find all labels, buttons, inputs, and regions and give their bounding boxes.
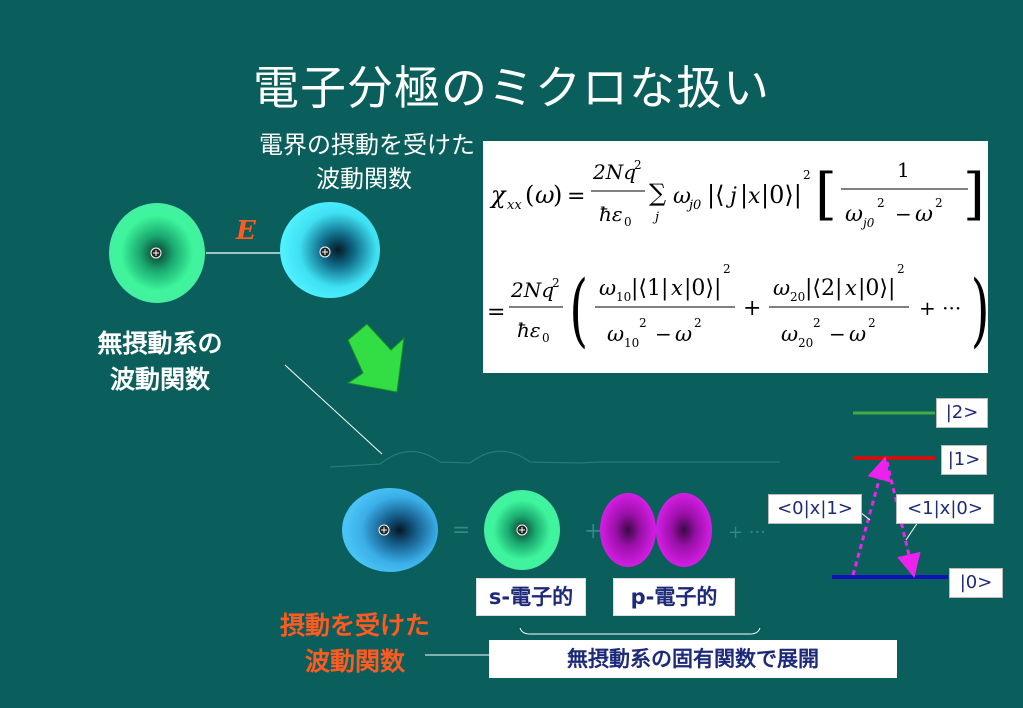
subtitle-line1: 電界の摂動を受けた — [259, 131, 475, 159]
svg-text:2: 2 — [694, 316, 702, 330]
svg-text:−: − — [655, 322, 672, 346]
svg-text:2: 2 — [813, 316, 821, 330]
svg-text:20: 20 — [798, 336, 813, 350]
field-label: E — [236, 216, 256, 246]
svg-text:∑: ∑ — [649, 179, 666, 207]
unperturbed-label-line1: 無摂動系の — [97, 329, 223, 358]
svg-text:|⟨2|: |⟨2| — [805, 276, 842, 301]
slide-title: 電子分極のミクロな扱い — [253, 61, 770, 115]
subtitle-line2: 波動関数 — [316, 165, 412, 193]
svg-text:2: 2 — [803, 168, 811, 182]
svg-text:2: 2 — [877, 196, 885, 210]
big-arrow-icon — [346, 323, 405, 393]
svg-text:j: j — [652, 210, 659, 225]
plus-sign: + — [584, 519, 602, 544]
svg-text:ω: ω — [781, 322, 798, 346]
svg-text:|0⟩|: |0⟩| — [858, 276, 895, 301]
perturbed-label-line1: 摂動を受けた — [279, 611, 430, 640]
svg-text:ħε: ħε — [517, 318, 541, 342]
svg-text:1: 1 — [897, 158, 910, 182]
matrix-element-10: <1|x|0> — [896, 494, 994, 524]
svg-text:2: 2 — [639, 316, 647, 330]
svg-text:ω: ω — [915, 202, 933, 227]
svg-text:j0: j0 — [686, 198, 701, 213]
svg-text:0: 0 — [542, 331, 550, 345]
nucleus-icon — [516, 524, 528, 536]
svg-text:2: 2 — [634, 158, 642, 172]
svg-text:(: ( — [569, 263, 588, 356]
matrix-element-01: <0|x|1> — [768, 494, 862, 524]
svg-text:): ) — [553, 181, 562, 209]
subtitle: 電界の摂動を受けた 波動関数 — [222, 128, 512, 196]
p-orbital-lobe-left — [600, 493, 656, 567]
svg-text:10: 10 — [616, 290, 631, 304]
svg-text:0: 0 — [624, 215, 632, 229]
susceptibility-formula: χ xx ( ω ) = 2Nq 2 ħε 0 ∑ j ω j0 |⟨ j | … — [483, 141, 988, 373]
svg-text:j: j — [725, 184, 737, 209]
perturbed-label: 摂動を受けた 波動関数 — [255, 608, 455, 680]
svg-text:|: | — [740, 181, 748, 210]
ket-1-label: |1> — [941, 445, 987, 475]
svg-text:−: − — [895, 202, 912, 226]
svg-text:xx: xx — [507, 198, 522, 213]
svg-text:2: 2 — [723, 262, 731, 276]
ket-0-label: |0> — [949, 568, 1003, 598]
svg-text:x: x — [845, 276, 857, 300]
p-orbital-lobe-right — [656, 493, 712, 567]
svg-text:−: − — [829, 322, 846, 346]
svg-text:|0⟩|: |0⟩| — [684, 276, 721, 301]
svg-text:=: = — [487, 300, 505, 325]
svg-text:+ ···: + ··· — [919, 296, 961, 320]
callout-line — [905, 521, 919, 541]
svg-text:ω: ω — [675, 322, 692, 346]
svg-text:): ) — [971, 263, 988, 356]
ket-2-label: |2> — [936, 398, 988, 428]
svg-text:2: 2 — [868, 316, 876, 330]
p-electron-label: p-電子的 — [613, 578, 735, 616]
svg-text:ω: ω — [849, 322, 866, 346]
svg-text:[: [ — [815, 162, 837, 227]
svg-text:2: 2 — [935, 196, 943, 210]
svg-text:(: ( — [525, 181, 534, 209]
perturbed-orbital-2 — [342, 488, 438, 572]
svg-text:x: x — [671, 276, 683, 300]
nucleus-icon — [319, 246, 331, 258]
svg-text:ω: ω — [607, 322, 624, 346]
svg-text:]: ] — [963, 162, 985, 227]
equals-sign: = — [452, 518, 470, 543]
svg-text:2Nq: 2Nq — [510, 278, 554, 302]
svg-text:|⟨1|: |⟨1| — [631, 276, 668, 301]
svg-text:χ: χ — [489, 181, 507, 209]
svg-text:2: 2 — [897, 262, 905, 276]
ellipsis-faint: + ··· — [728, 522, 766, 543]
svg-text:x: x — [748, 184, 761, 209]
formula-graphic: χ xx ( ω ) = 2Nq 2 ħε 0 ∑ j ω j0 |⟨ j | … — [487, 158, 988, 356]
svg-text:=: = — [567, 184, 585, 209]
svg-text:|0⟩|: |0⟩| — [761, 181, 802, 210]
svg-text:|⟨: |⟨ — [707, 181, 724, 210]
svg-text:10: 10 — [624, 336, 639, 350]
svg-text:j0: j0 — [860, 216, 875, 230]
unperturbed-label-line2: 波動関数 — [109, 365, 210, 394]
pointer-line — [284, 364, 383, 455]
s-electron-label: s-電子的 — [476, 578, 586, 616]
svg-text:ω: ω — [599, 276, 616, 300]
unperturbed-label: 無摂動系の 波動関数 — [60, 326, 260, 398]
svg-text:ω: ω — [535, 181, 555, 209]
expansion-brace — [519, 627, 761, 635]
ghost-wave — [329, 450, 780, 468]
nucleus-icon — [378, 524, 390, 536]
svg-text:20: 20 — [790, 290, 805, 304]
svg-text:2: 2 — [552, 276, 560, 290]
svg-text:+: + — [743, 296, 761, 321]
svg-text:ħε: ħε — [599, 202, 623, 226]
svg-text:ω: ω — [845, 202, 863, 227]
nucleus-icon — [150, 247, 162, 259]
expansion-label: 無摂動系の固有関数で展開 — [489, 640, 897, 678]
svg-text:ω: ω — [673, 184, 691, 209]
svg-text:2Nq: 2Nq — [592, 160, 636, 184]
svg-text:ω: ω — [773, 276, 790, 300]
perturbed-label-line2: 波動関数 — [304, 647, 405, 676]
